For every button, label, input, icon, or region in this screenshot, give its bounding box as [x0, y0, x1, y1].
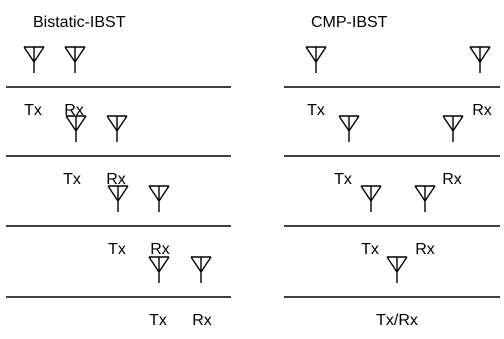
- antenna-label: Tx: [24, 102, 42, 119]
- antenna-icon: [106, 115, 128, 142]
- antenna-label: Tx/Rx: [376, 312, 418, 329]
- antenna-icon: [64, 46, 86, 73]
- antenna-icon: [190, 256, 212, 283]
- antenna-icon: [414, 185, 436, 212]
- antenna-icon: [148, 185, 170, 212]
- antenna-label: Rx: [442, 171, 462, 188]
- antenna-icon: [338, 115, 360, 142]
- antenna-icon: [23, 46, 45, 73]
- antenna-icon: [469, 46, 491, 73]
- antenna-label: Tx: [361, 241, 379, 258]
- antenna-row: Tx/Rx: [284, 256, 500, 329]
- antenna-icon: [148, 256, 170, 283]
- antenna-label: Tx: [63, 171, 81, 188]
- antenna-row: Tx Rx: [284, 115, 500, 188]
- panel-title: Bistatic-IBST: [33, 14, 126, 31]
- antenna-label: Rx: [415, 241, 435, 258]
- antenna-row: Tx Rx: [6, 115, 231, 188]
- antenna-icon: [386, 256, 408, 283]
- panel-title: CMP-IBST: [311, 14, 388, 31]
- antenna-row: Tx Rx: [6, 256, 231, 329]
- antenna-label: Rx: [150, 241, 170, 258]
- antenna-icon: [305, 46, 327, 73]
- antenna-label: Rx: [472, 102, 492, 119]
- antenna-row: Tx Rx: [6, 185, 231, 258]
- antenna-label: Rx: [106, 171, 126, 188]
- antenna-label: Tx: [149, 312, 167, 329]
- antenna-icon: [107, 185, 129, 212]
- antenna-row: Tx Rx: [284, 46, 500, 119]
- antenna-icon: [360, 185, 382, 212]
- antenna-row: Tx Rx: [6, 46, 231, 119]
- antenna-label: Rx: [192, 312, 212, 329]
- antenna-row: Tx Rx: [284, 185, 500, 258]
- antenna-icon: [442, 115, 464, 142]
- antenna-label: Tx: [307, 102, 325, 119]
- antenna-label: Tx: [334, 171, 352, 188]
- antenna-label: Rx: [64, 102, 84, 119]
- antenna-label: Tx: [108, 241, 126, 258]
- antenna-icon: [65, 115, 87, 142]
